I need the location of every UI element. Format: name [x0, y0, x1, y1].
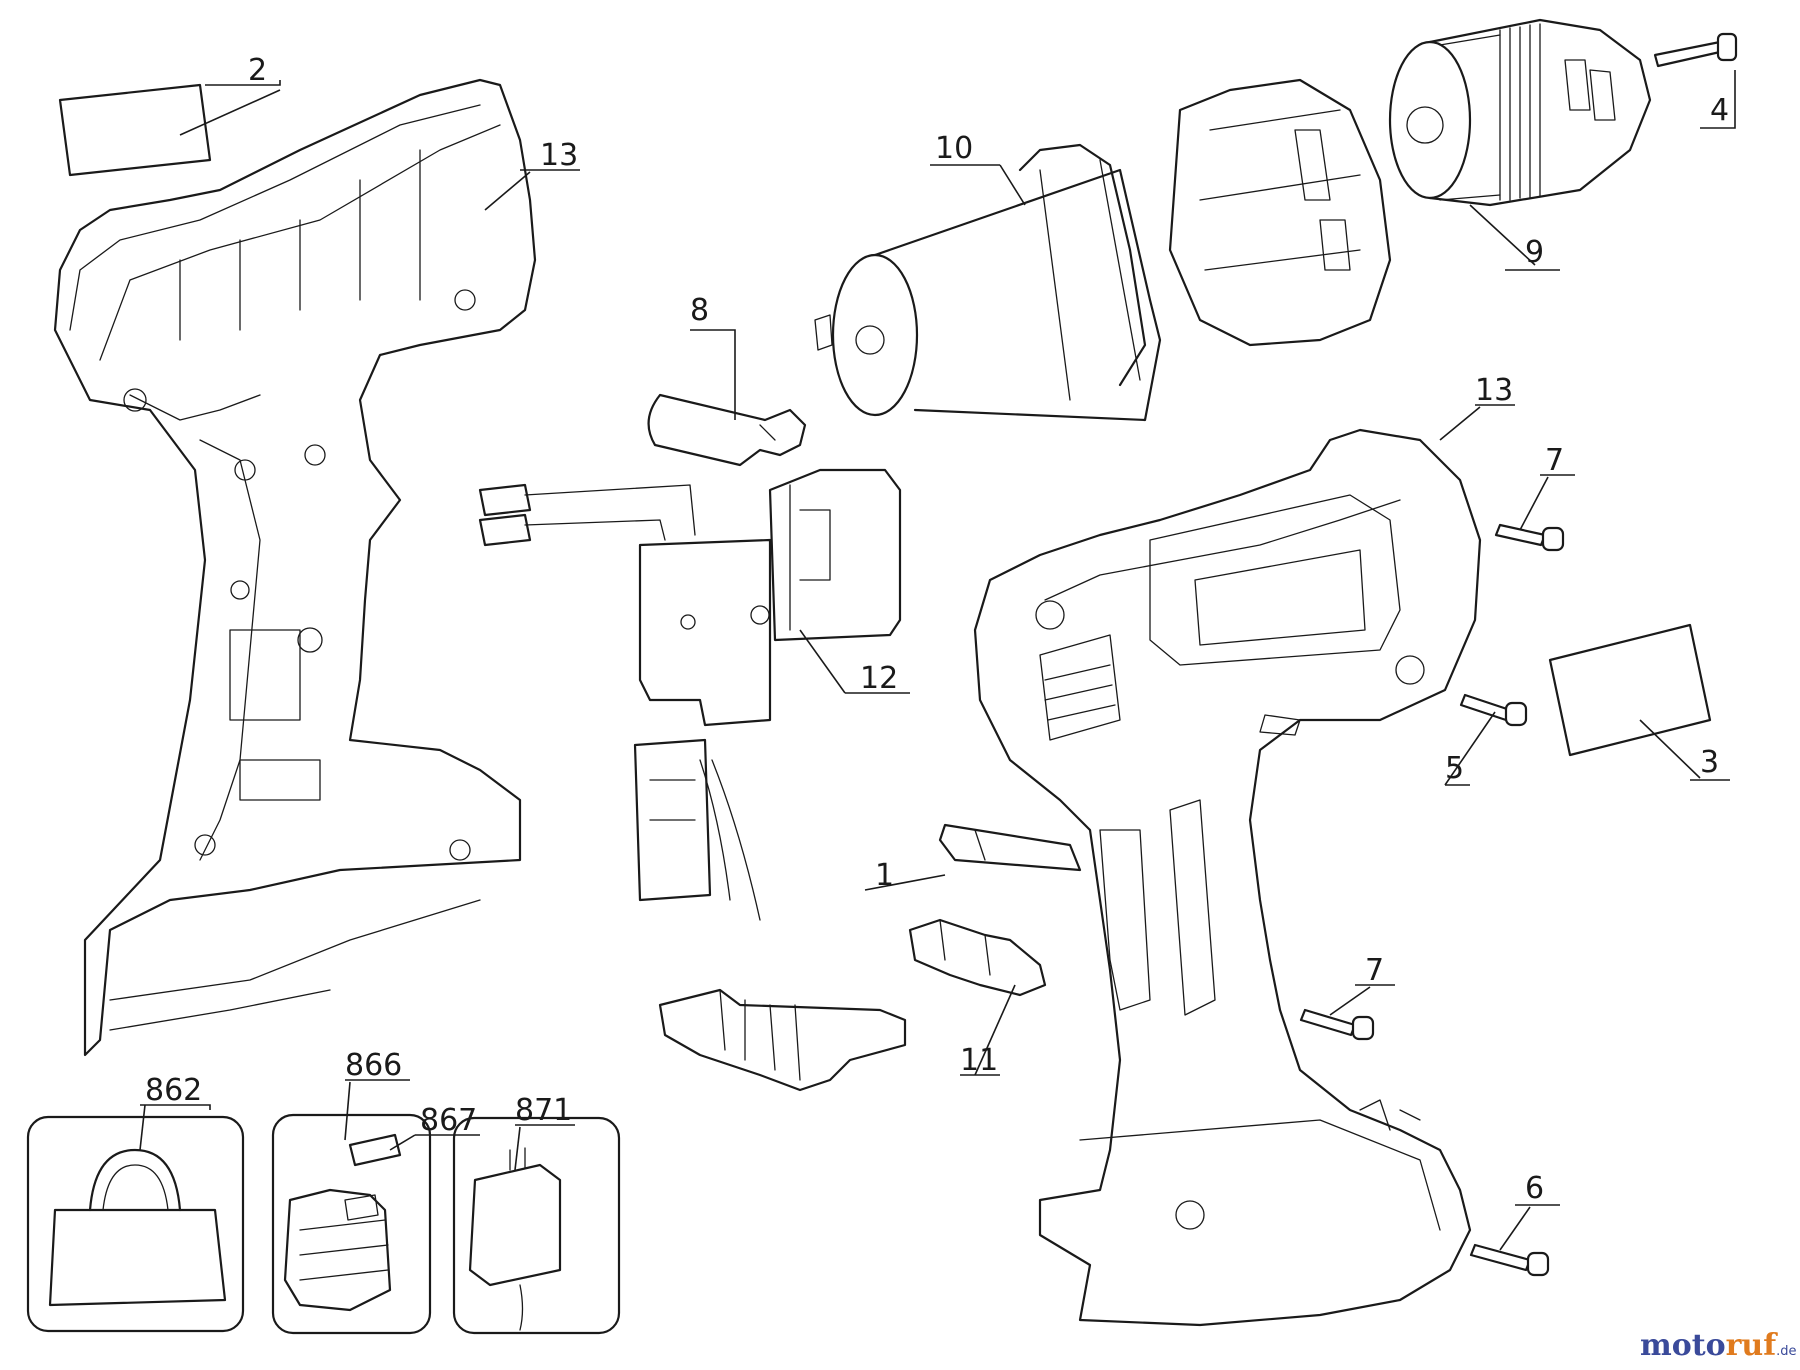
callout-12: 12 — [860, 661, 898, 696]
callout-1: 1 — [875, 858, 894, 893]
callout-3: 3 — [1700, 745, 1719, 780]
screw-7-lower — [1299, 1008, 1375, 1041]
screwdriver-bit-1 — [938, 823, 1082, 872]
callout-10: 10 — [935, 131, 973, 166]
label-plate-3 — [1548, 623, 1712, 757]
direction-lever-8 — [647, 393, 807, 467]
screw-6 — [1469, 1243, 1550, 1277]
bit-holder-11 — [908, 918, 1047, 997]
screw-7-upper — [1494, 523, 1565, 552]
callout-8: 8 — [690, 293, 709, 328]
keyless-chuck — [1388, 18, 1652, 207]
right-housing-assembled — [973, 428, 1482, 1327]
callout-867: 867 — [420, 1103, 477, 1138]
label-plate-2 — [58, 83, 212, 177]
callout-862: 862 — [145, 1073, 202, 1108]
callout-13-left: 13 — [540, 138, 578, 173]
callout-labels: 2 13 10 4 8 9 13 7 12 1 11 7 5 3 6 862 8… — [145, 53, 1729, 1206]
watermark-logo: motoruf.de — [1640, 1328, 1797, 1363]
callout-871: 871 — [515, 1093, 572, 1128]
chuck-screw-4 — [1653, 32, 1738, 68]
callout-7-lower: 7 — [1365, 953, 1384, 988]
motor-gearbox-assembly — [814, 78, 1392, 422]
connector-867 — [348, 1133, 402, 1167]
callout-4: 4 — [1710, 93, 1729, 128]
callout-6: 6 — [1525, 1171, 1544, 1206]
callout-9: 9 — [1525, 235, 1544, 270]
left-housing-half — [53, 78, 537, 1057]
charger-871 — [452, 1116, 621, 1335]
callout-7-upper: 7 — [1545, 443, 1564, 478]
battery-pack-866 — [271, 1113, 432, 1335]
screw-5 — [1459, 693, 1528, 727]
callout-5: 5 — [1445, 751, 1464, 786]
callout-13-right: 13 — [1475, 373, 1513, 408]
callout-2: 2 — [248, 53, 267, 88]
svg-text:motoruf.de: motoruf.de — [1640, 1328, 1797, 1363]
callout-11: 11 — [960, 1043, 998, 1078]
leader-lines — [139, 70, 1736, 1251]
watermark-suffix: .de — [1776, 1344, 1796, 1359]
terminal-block — [658, 988, 907, 1092]
watermark-part2: ruf — [1726, 1328, 1779, 1363]
bag-862 — [26, 1115, 245, 1333]
watermark-part1: moto — [1640, 1328, 1726, 1363]
callout-866: 866 — [345, 1048, 402, 1083]
switch-assembly-12 — [478, 468, 902, 921]
